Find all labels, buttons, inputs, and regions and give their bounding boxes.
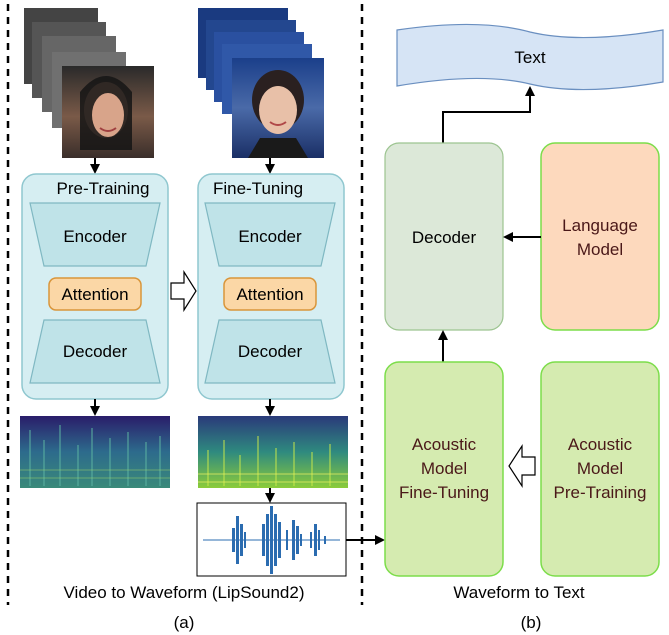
finetune-module: Fine-Tuning Encoder Attention Decoder xyxy=(197,173,345,400)
pretrain-module: Pre-Training Encoder Attention Decoder xyxy=(21,173,169,400)
acoustic-finetune-line1: Acoustic xyxy=(412,435,477,454)
arrow-decoder-to-text xyxy=(442,86,535,143)
transfer-arrow-left xyxy=(508,443,536,489)
acoustic-finetune-box xyxy=(384,361,504,577)
asr-decoder-label: Decoder xyxy=(412,228,477,247)
pretrain-decoder-shape xyxy=(29,319,161,384)
left-caption: Video to Waveform (LipSound2) xyxy=(64,583,305,602)
right-sub-label: (b) xyxy=(521,613,542,632)
pretrain-video-frames xyxy=(24,8,154,158)
waveform-plot xyxy=(196,502,347,577)
finetune-encoder-shape xyxy=(204,202,336,267)
finetune-attention-box xyxy=(223,277,317,311)
pretrain-encoder-shape xyxy=(29,202,161,267)
finetune-decoder-shape xyxy=(204,319,336,384)
pretrain-title: Pre-Training xyxy=(57,179,150,198)
acoustic-pretrain-box xyxy=(540,361,660,577)
finetune-video-frames xyxy=(198,8,324,158)
acoustic-pretrain-line1: Acoustic xyxy=(568,435,633,454)
language-model-box xyxy=(540,142,660,331)
language-model-label-line2: Model xyxy=(577,240,623,259)
text-output-label: Text xyxy=(514,48,545,67)
transfer-arrow-right xyxy=(170,269,197,313)
finetune-title: Fine-Tuning xyxy=(213,179,303,198)
pretrain-encoder-label: Encoder xyxy=(63,227,127,246)
acoustic-finetune-line2: Model xyxy=(421,459,467,478)
acoustic-pretrain-line3: Pre-Training xyxy=(554,483,647,502)
finetune-decoder-label: Decoder xyxy=(238,342,303,361)
finetune-attention-label: Attention xyxy=(236,285,303,304)
text-output-banner xyxy=(396,23,664,91)
right-caption: Waveform to Text xyxy=(453,583,585,602)
left-sub-label: (a) xyxy=(174,613,195,632)
pretrain-attention-label: Attention xyxy=(61,285,128,304)
finetune-spectrogram xyxy=(198,416,348,488)
pretrain-decoder-label: Decoder xyxy=(63,342,128,361)
pretrain-attention-box xyxy=(48,277,142,311)
acoustic-finetune-line3: Fine-Tuning xyxy=(399,483,489,502)
language-model-label-line1: Language xyxy=(562,216,638,235)
pretrain-spectrogram xyxy=(20,416,170,488)
acoustic-pretrain-line2: Model xyxy=(577,459,623,478)
finetune-encoder-label: Encoder xyxy=(238,227,302,246)
